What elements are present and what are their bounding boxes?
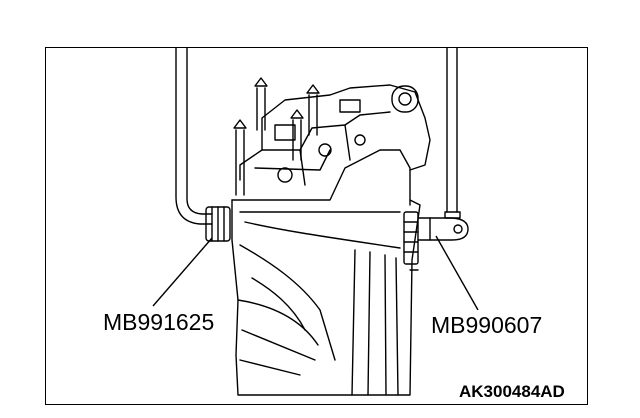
- right-tool-rod: [444, 47, 461, 219]
- leader-right: [435, 235, 479, 311]
- left-tool-rod: [175, 47, 213, 225]
- right-tool-label: MB990607: [431, 312, 542, 338]
- left-tool-collar: [205, 206, 231, 242]
- valve-body: [239, 84, 431, 186]
- leader-left: [152, 237, 213, 307]
- bolt-studs: [233, 77, 320, 196]
- figure-id: AK300484AD: [459, 382, 565, 401]
- right-label-bg: [428, 310, 556, 338]
- left-tool-label: MB991625: [103, 309, 214, 335]
- figure-frame: [45, 47, 588, 405]
- right-tool-arm: [417, 217, 469, 241]
- transaxle-case: [231, 149, 421, 396]
- left-label-bg: [98, 307, 226, 335]
- case-ribs: [403, 211, 419, 271]
